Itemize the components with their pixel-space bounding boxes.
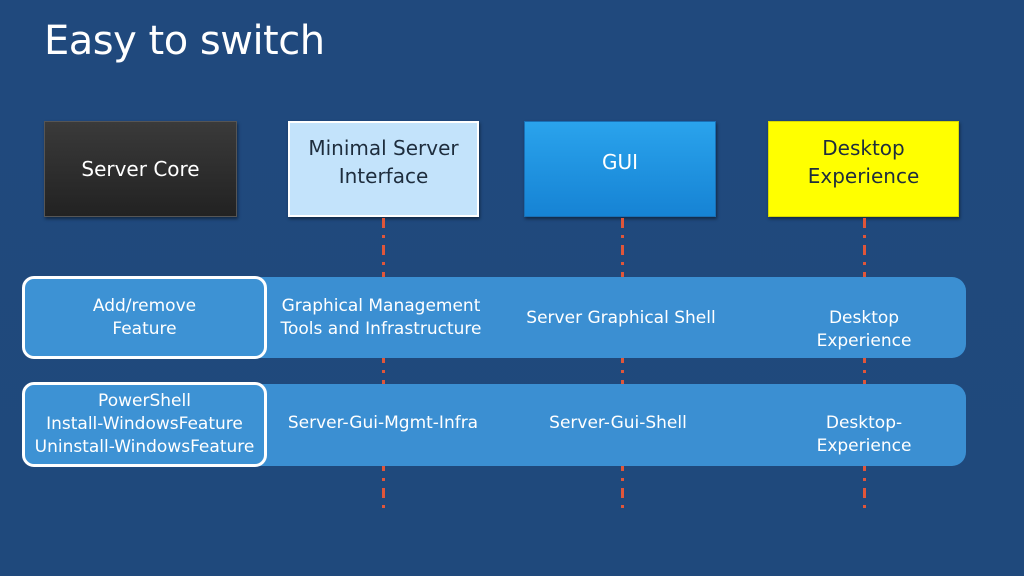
- dashed-connector-minimal: [382, 218, 385, 514]
- row1-cell-gui: Server Graphical Shell: [526, 308, 716, 328]
- row2-cell-minimal: Server-Gui-Mgmt-Infra: [287, 413, 479, 433]
- method-pill-add-remove-feature: Add/remove Feature: [22, 276, 267, 359]
- mode-box-desktop-experience: Desktop Experience: [768, 121, 959, 217]
- slide-title: Easy to switch: [44, 18, 325, 64]
- mode-box-gui: GUI: [524, 121, 716, 217]
- dashed-connector-desktop: [863, 218, 866, 514]
- row2-cell-desktop: Desktop-Experience: [816, 413, 912, 456]
- row1-cell-desktop: Desktop Experience: [816, 308, 912, 351]
- dashed-connector-gui: [621, 218, 624, 514]
- mode-box-server-core: Server Core: [44, 121, 237, 217]
- mode-label-server-core: Server Core: [81, 157, 200, 181]
- mode-label-minimal-server-interface: Minimal Server Interface: [308, 136, 459, 188]
- mode-label-desktop-experience: Desktop Experience: [807, 136, 920, 188]
- mode-label-gui: GUI: [601, 150, 639, 174]
- mode-box-minimal-server-interface: Minimal Server Interface: [288, 121, 479, 217]
- row1-cell-minimal: Graphical Management Tools and Infrastru…: [280, 296, 482, 339]
- method-pill-powershell: PowerShell Install-WindowsFeature Uninst…: [22, 382, 267, 467]
- row2-cell-gui: Server-Gui-Shell: [549, 413, 687, 433]
